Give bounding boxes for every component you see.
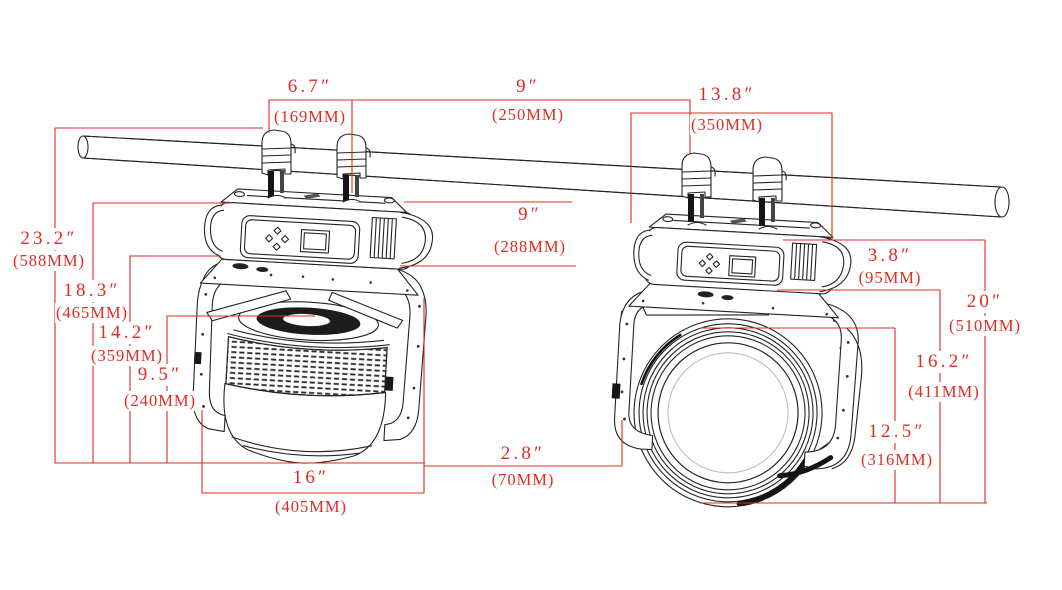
dim-label-bracket-span: 13.8″ (350MM)	[689, 84, 764, 135]
dim-label-below-base-height: 16.2″ (411MM)	[907, 351, 981, 402]
fixture-left-view	[192, 188, 434, 464]
dim-label-clamp-to-base: 3.8″ (95MM)	[857, 245, 923, 288]
pipe-clamp	[752, 156, 787, 230]
dim-label-pipe-gap: 9″ (250MM)	[490, 76, 565, 125]
dim-label-base-height: 9″ (288MM)	[492, 204, 567, 257]
fixture-right-view	[611, 213, 863, 508]
pipe-clamp	[336, 133, 371, 203]
dim-label-head-diameter: 12.5″ (316MM)	[859, 421, 934, 470]
pipe-clamp	[261, 129, 296, 199]
dim-label-fixture-gap: 2.8″ (70MM)	[490, 443, 556, 490]
pipe-clamp	[681, 152, 716, 226]
dim-label-height-yoke-top: 14.2″ (359MM)	[89, 322, 164, 366]
dim-label-clamp-spacing: 6.7″ (169MM)	[272, 76, 347, 127]
dim-label-hang-height: 20″ (510MM)	[947, 291, 1022, 336]
dim-label-total-height: 23.2″ (588MM)	[11, 228, 86, 271]
dim-label-head-width: 16″ (405MM)	[273, 467, 348, 517]
dim-label-height-base-bottom: 18.3″ (465MM)	[54, 280, 129, 323]
dim-label-head-top-height: 9.5″ (240MM)	[122, 364, 197, 411]
